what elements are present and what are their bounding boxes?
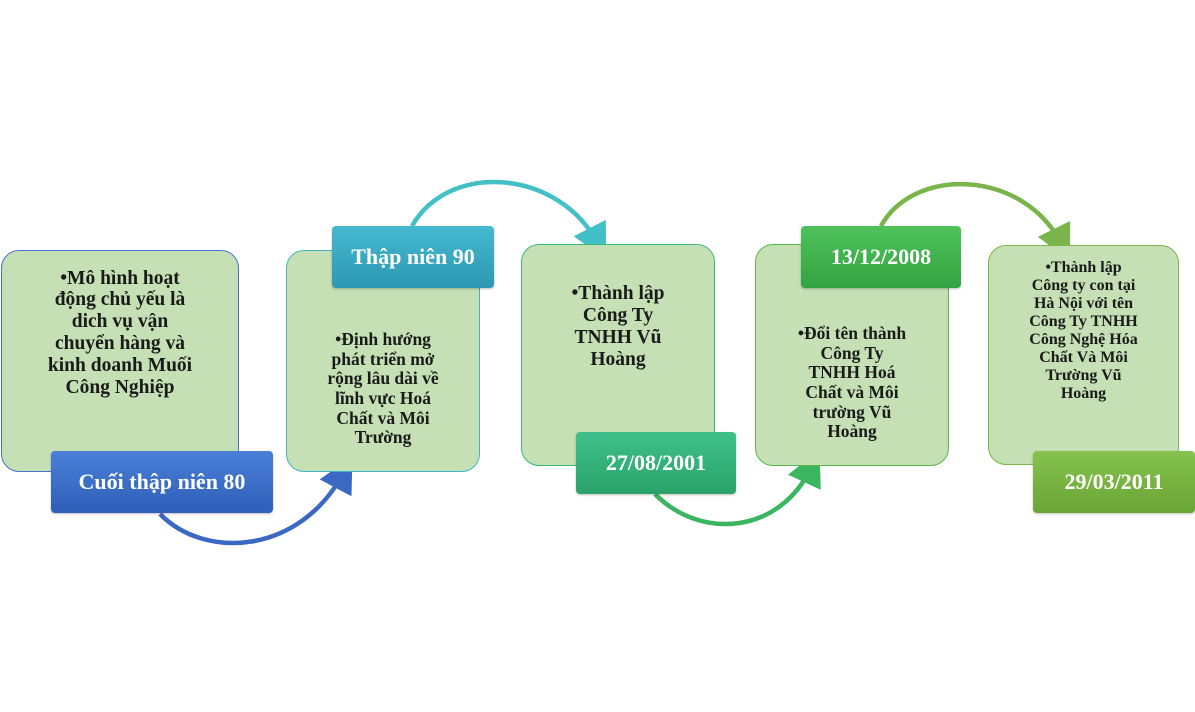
arrow-2 (410, 179, 607, 261)
stage-text-4: •Đổi tên thành Công Ty TNHH Hoá Chất và … (797, 323, 907, 442)
stage-label-3: 27/08/2001 (576, 432, 736, 494)
stage-label-5: 29/03/2011 (1033, 451, 1195, 513)
stage-text-3: •Thành lập Công Ty TNHH Vũ Hoàng (571, 283, 665, 370)
stage-text-1: •Mô hình hoạt động chủ yếu là dich vụ vậ… (47, 267, 193, 398)
arrow-1 (158, 456, 353, 546)
stage-label-2: Thập niên 90 (332, 226, 494, 288)
stage-text-2: •Định hướng phát triển mở rộng lâu dài v… (327, 329, 439, 448)
stage-card-1: •Mô hình hoạt động chủ yếu là dich vụ vậ… (1, 250, 239, 472)
arrow-3 (653, 449, 821, 527)
stage-label-1: Cuối thập niên 80 (51, 451, 273, 513)
stage-text-5: •Thành lập Công ty con tại Hà Nội với tê… (1029, 259, 1138, 402)
arrow-4 (879, 181, 1071, 262)
stage-card-5: •Thành lập Công ty con tại Hà Nội với tê… (988, 245, 1179, 465)
stage-label-4: 13/12/2008 (801, 226, 961, 288)
stage-card-3: •Thành lập Công Ty TNHH Vũ Hoàng (521, 244, 715, 466)
